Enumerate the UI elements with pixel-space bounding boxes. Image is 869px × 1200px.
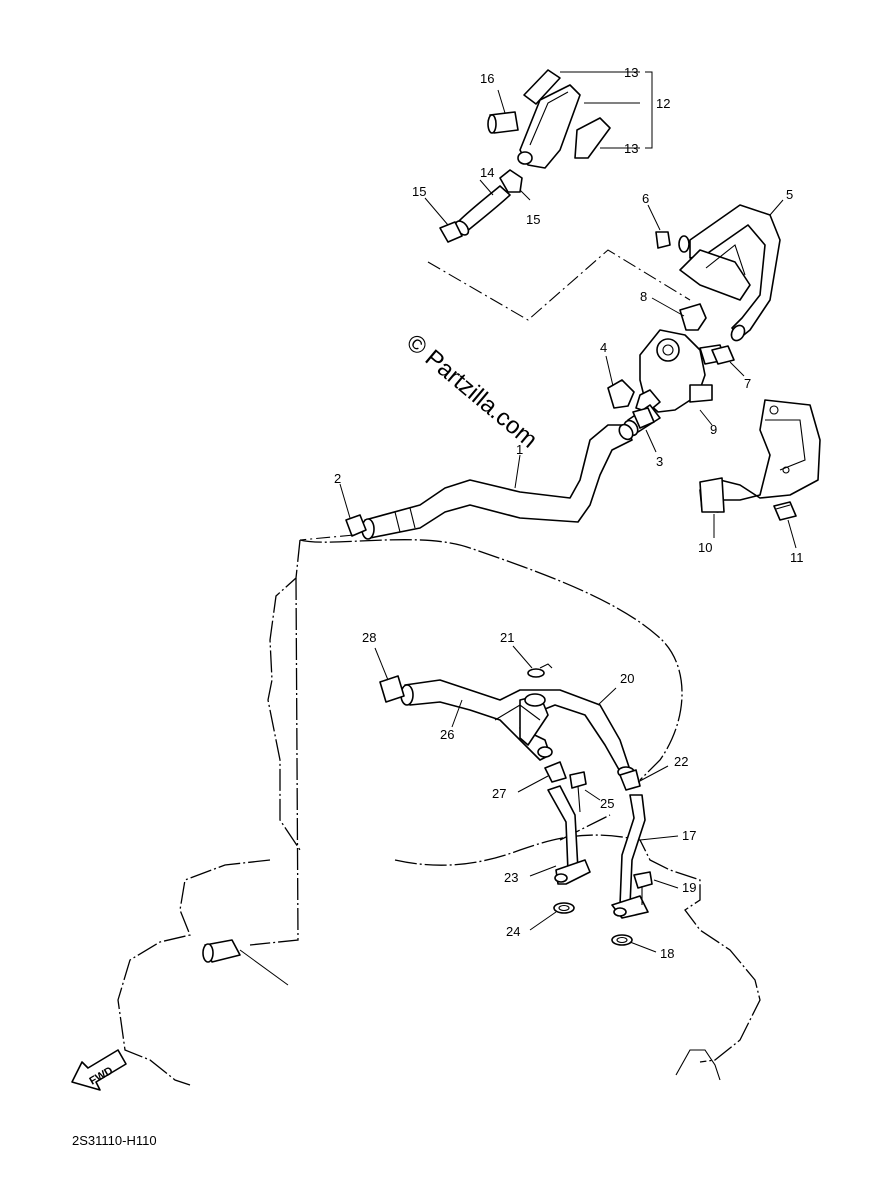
link-line-lower-left (299, 534, 355, 541)
bolt-11 (773, 501, 797, 549)
callout-12: 12 (656, 96, 670, 111)
bracket-10 (699, 399, 821, 538)
callout-11: 11 (790, 550, 804, 565)
callout-16: 16 (480, 71, 494, 86)
callout-27: 27 (492, 786, 506, 801)
callout-10: 10 (698, 540, 712, 555)
callout-5: 5 (786, 187, 793, 202)
callout-17: 17 (682, 828, 696, 843)
watermark-text: © Partzilla.com (401, 329, 542, 454)
callout-19: 19 (682, 880, 696, 895)
pipe-5 (647, 199, 784, 342)
callout-21: 21 (500, 630, 514, 645)
callout-22: 22 (674, 754, 688, 769)
callout-4: 4 (600, 340, 607, 355)
gasket-18 (611, 934, 657, 953)
clamp-27 (517, 761, 567, 793)
engine-lower-right (675, 1049, 721, 1081)
callout-8: 8 (640, 289, 647, 304)
link-lines-upper (427, 249, 691, 321)
callout-7: 7 (744, 376, 751, 391)
callout-24: 24 (506, 924, 520, 939)
hose-14 (424, 169, 531, 243)
part-21 (512, 645, 553, 678)
engine-air-inlet-boss (202, 939, 289, 986)
callout-28: 28 (362, 630, 376, 645)
callout-1: 1 (516, 442, 523, 457)
callout-13-bottom: 13 (624, 141, 638, 156)
callout-3: 3 (656, 454, 663, 469)
callout-15-right: 15 (526, 212, 540, 227)
clamp-8 (651, 297, 707, 331)
hose-1 (361, 423, 634, 540)
callout-9: 9 (710, 422, 717, 437)
callout-14: 14 (480, 165, 494, 180)
pipe-17 (611, 794, 679, 919)
air-cut-valve-9 (623, 329, 726, 437)
clamp-22 (619, 765, 669, 791)
diagram-code: 2S31110-H110 (72, 1133, 157, 1148)
bolt-19 (633, 871, 679, 905)
callout-2: 2 (334, 471, 341, 486)
fwd-arrow-icon: FWD (71, 1049, 127, 1091)
clamp-4 (605, 355, 635, 409)
callout-15-left: 15 (412, 184, 426, 199)
callout-13-top: 13 (624, 65, 638, 80)
callout-25: 25 (600, 796, 614, 811)
engine-outline (117, 539, 761, 1086)
pipe-23 (529, 785, 591, 885)
clamp-2 (339, 483, 367, 537)
reed-valve-assembly (487, 69, 653, 169)
bolt-25 (569, 771, 601, 813)
hose-20-26 (400, 679, 635, 778)
gasket-24 (529, 902, 575, 931)
clamp-7 (711, 345, 745, 377)
clamp-28 (374, 647, 405, 703)
clamp-3 (632, 407, 657, 453)
callout-18: 18 (660, 946, 674, 961)
callout-labels: 1 2 3 4 5 6 7 8 9 10 11 12 13 13 14 15 1… (334, 65, 804, 961)
callout-6: 6 (642, 191, 649, 206)
callout-26: 26 (440, 727, 454, 742)
callout-20: 20 (620, 671, 634, 686)
callout-23: 23 (504, 870, 518, 885)
